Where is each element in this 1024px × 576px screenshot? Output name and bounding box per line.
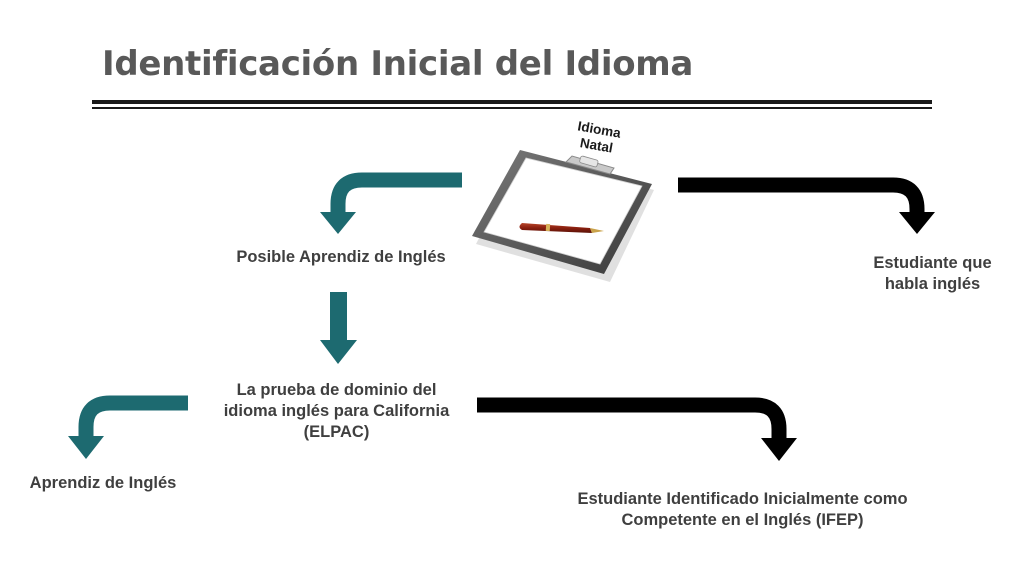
arrow-to-english-speaker <box>678 177 925 214</box>
title-underline-thin <box>92 107 932 109</box>
arrow-to-possible-learner <box>330 172 462 214</box>
arrowhead-possible-learner <box>320 212 356 234</box>
arrow-to-ifep <box>477 397 787 440</box>
node-english-learner: Aprendiz de Inglés <box>29 474 177 492</box>
title-underline-thick <box>92 100 932 104</box>
node-possible-english-learner: Posible Aprendiz de Inglés <box>236 248 446 266</box>
clipboard-icon <box>472 150 654 282</box>
page-title: Identificación Inicial del Idioma <box>102 44 694 84</box>
arrowhead-english-speaker <box>899 212 935 234</box>
arrowhead-elpac <box>320 340 357 364</box>
arrow-to-elpac <box>330 292 347 342</box>
node-english-speaker: Estudiante que habla inglés <box>873 254 992 293</box>
node-elpac: La prueba de dominio del idioma inglés p… <box>223 381 450 441</box>
arrowhead-ifep <box>761 438 797 461</box>
arrow-to-english-learner <box>78 395 188 438</box>
pen-icon <box>519 223 604 233</box>
arrowhead-english-learner <box>68 436 104 459</box>
node-ifep: Estudiante Identificado Inicialmente com… <box>577 490 908 529</box>
